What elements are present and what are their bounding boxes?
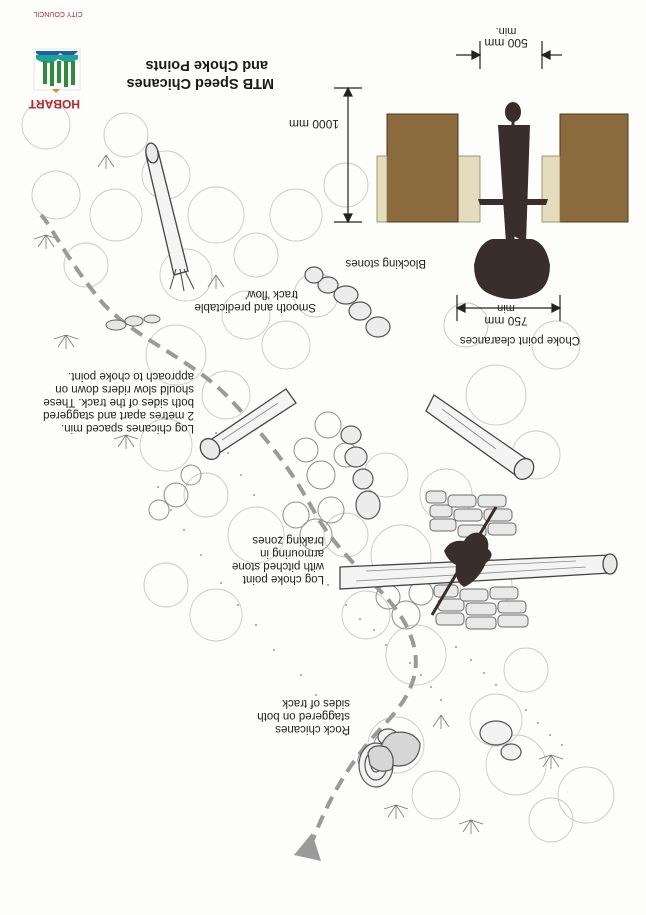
stone-armouring: [425, 490, 529, 630]
log-choke-line: Log choke point: [242, 573, 324, 585]
stepping-stones-left: [105, 314, 161, 331]
shrubs: [148, 411, 434, 771]
hobart-logo: [33, 48, 81, 93]
log-chicanes-line: Log chicanes spaced min.: [61, 422, 194, 434]
post-right-cream: [376, 155, 388, 223]
post-left-cream: [541, 155, 561, 223]
smooth-flow-line1: Smooth and predictable: [194, 301, 316, 313]
trail-path: [39, 213, 418, 848]
track-stipple: [157, 432, 563, 746]
dimension-500-suffix: min.: [495, 25, 517, 37]
log-choke-line: armouring in: [260, 547, 324, 559]
rock-chicanes-note: Rock chicanes staggered on both sides of…: [240, 696, 350, 735]
title-line1: MTB Speed Chicanes: [126, 75, 274, 91]
clearance-heading: Choke point clearances: [459, 334, 580, 346]
log-chicanes-line: 2 metres apart and staggered: [43, 409, 194, 421]
title-line2: and Choke Points: [145, 57, 268, 73]
stepping-stones-right: [340, 425, 381, 520]
dimension-1000: [334, 86, 362, 224]
logo-text-council: CITY COUNCIL: [33, 10, 83, 17]
log-choke-line: braking zones: [252, 534, 324, 546]
post-center: [386, 113, 459, 223]
log-chicanes-line: approach to choke point.: [68, 370, 194, 382]
log-choke-note: Log choke point with pitched stone armou…: [204, 533, 324, 585]
post-center-left-cream: [457, 155, 481, 223]
rider-silhouette-trail: [430, 506, 498, 616]
dimension-500-label: 500 mm: [484, 36, 528, 50]
dimension-500: [456, 41, 562, 69]
rock-chicanes-line: Rock chicanes: [275, 723, 350, 735]
dimension-1000-label: 1000 mm: [288, 117, 340, 131]
rock-chicane-boulders: [367, 731, 421, 772]
log-chicane-right: [199, 388, 297, 461]
grass-tufts: [33, 154, 564, 834]
trail-arrowhead: [294, 833, 321, 861]
log-chicanes-note: Log chicanes spaced min. 2 metres apart …: [4, 369, 194, 434]
logo-text-hobart: HOBART: [28, 97, 80, 111]
clearance-diagram: [334, 41, 629, 321]
vegetation-scrub: [21, 100, 615, 843]
blocking-stones-label: Blocking stones: [345, 257, 426, 269]
blocking-stones: [304, 266, 391, 338]
rock-chicanes-line: sides of track: [282, 697, 350, 709]
rock-chicanes-line: staggered on both: [257, 710, 350, 722]
log-chicanes-line: both sides of the track. These: [43, 396, 194, 408]
log-choke-line: with pitched stone: [231, 560, 324, 572]
dimension-750-suffix: min: [497, 302, 515, 314]
log-chicanes-line: should slow riders down on: [55, 383, 194, 395]
dimension-750: [455, 295, 562, 321]
post-left: [559, 113, 629, 223]
dimension-750-label: 750 mm: [484, 314, 528, 328]
log-chicane-left: [425, 394, 535, 481]
smooth-flow-line2: track 'flow': [245, 288, 298, 300]
log-bottom: [145, 142, 195, 292]
